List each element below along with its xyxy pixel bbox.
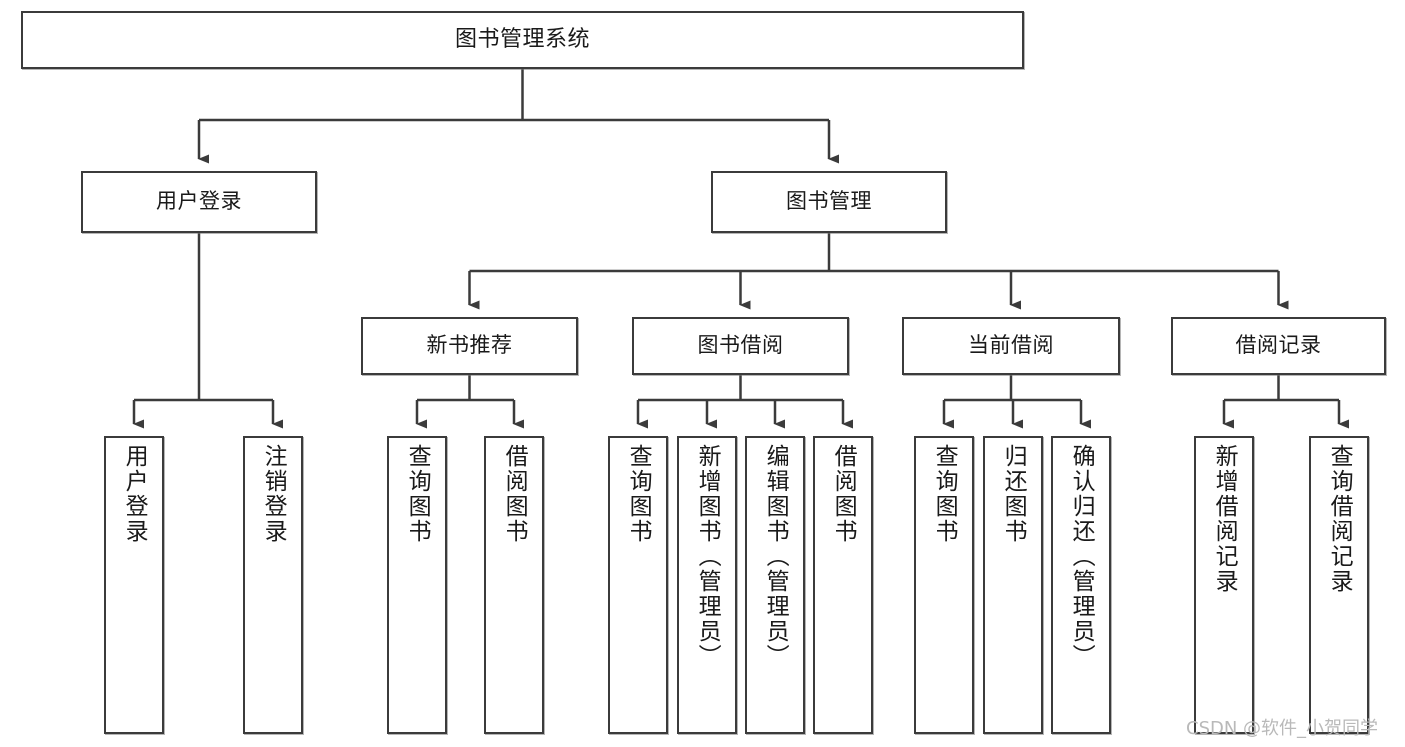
node-root-label: 图书管理系统 bbox=[454, 26, 590, 52]
node-borrow-record-label: 借阅记录 bbox=[1235, 333, 1322, 358]
node-current-borrow[interactable]: 当前借阅 bbox=[902, 317, 1120, 375]
node-leaf-query-book-2[interactable]: 查询图书 bbox=[608, 436, 668, 734]
node-leaf-logout[interactable]: 注销登录 bbox=[243, 436, 303, 734]
node-leaf-confirm-return-label: 确认归还（管理员） bbox=[1068, 444, 1095, 669]
node-leaf-edit-book-label: 编辑图书（管理员） bbox=[762, 444, 789, 669]
node-leaf-edit-book[interactable]: 编辑图书（管理员） bbox=[745, 436, 805, 734]
node-leaf-add-book-label: 新增图书（管理员） bbox=[694, 444, 721, 669]
node-leaf-query-book-1-label: 查询图书 bbox=[404, 444, 431, 544]
node-leaf-borrow-book-2[interactable]: 借阅图书 bbox=[813, 436, 873, 734]
node-root[interactable]: 图书管理系统 bbox=[21, 11, 1024, 69]
node-leaf-borrow-book-1[interactable]: 借阅图书 bbox=[484, 436, 544, 734]
node-leaf-query-book-2-label: 查询图书 bbox=[625, 444, 652, 544]
node-new-book-recommend[interactable]: 新书推荐 bbox=[361, 317, 578, 375]
node-leaf-borrow-book-2-label: 借阅图书 bbox=[830, 444, 857, 544]
node-leaf-user-login-label: 用户登录 bbox=[121, 444, 148, 544]
node-leaf-return-book-label: 归还图书 bbox=[1000, 444, 1027, 544]
node-leaf-query-book-1[interactable]: 查询图书 bbox=[387, 436, 447, 734]
node-leaf-query-book-3[interactable]: 查询图书 bbox=[914, 436, 974, 734]
node-leaf-borrow-book-1-label: 借阅图书 bbox=[501, 444, 528, 544]
node-leaf-add-record-label: 新增借阅记录 bbox=[1211, 444, 1238, 594]
node-leaf-logout-label: 注销登录 bbox=[260, 444, 287, 544]
node-leaf-query-record-label: 查询借阅记录 bbox=[1326, 444, 1353, 594]
node-new-book-recommend-label: 新书推荐 bbox=[426, 333, 513, 358]
node-leaf-add-book[interactable]: 新增图书（管理员） bbox=[677, 436, 737, 734]
node-leaf-return-book[interactable]: 归还图书 bbox=[983, 436, 1043, 734]
node-book-manage[interactable]: 图书管理 bbox=[711, 171, 947, 233]
node-leaf-user-login[interactable]: 用户登录 bbox=[104, 436, 164, 734]
node-book-manage-label: 图书管理 bbox=[786, 189, 872, 214]
node-leaf-query-record[interactable]: 查询借阅记录 bbox=[1309, 436, 1369, 734]
node-user-login[interactable]: 用户登录 bbox=[81, 171, 317, 233]
node-user-login-label: 用户登录 bbox=[156, 189, 242, 214]
node-leaf-query-book-3-label: 查询图书 bbox=[931, 444, 958, 544]
node-borrow-record[interactable]: 借阅记录 bbox=[1171, 317, 1386, 375]
node-book-borrow[interactable]: 图书借阅 bbox=[632, 317, 849, 375]
node-book-borrow-label: 图书借阅 bbox=[697, 333, 784, 358]
node-current-borrow-label: 当前借阅 bbox=[968, 333, 1054, 358]
node-leaf-add-record[interactable]: 新增借阅记录 bbox=[1194, 436, 1254, 734]
node-leaf-confirm-return[interactable]: 确认归还（管理员） bbox=[1051, 436, 1111, 734]
